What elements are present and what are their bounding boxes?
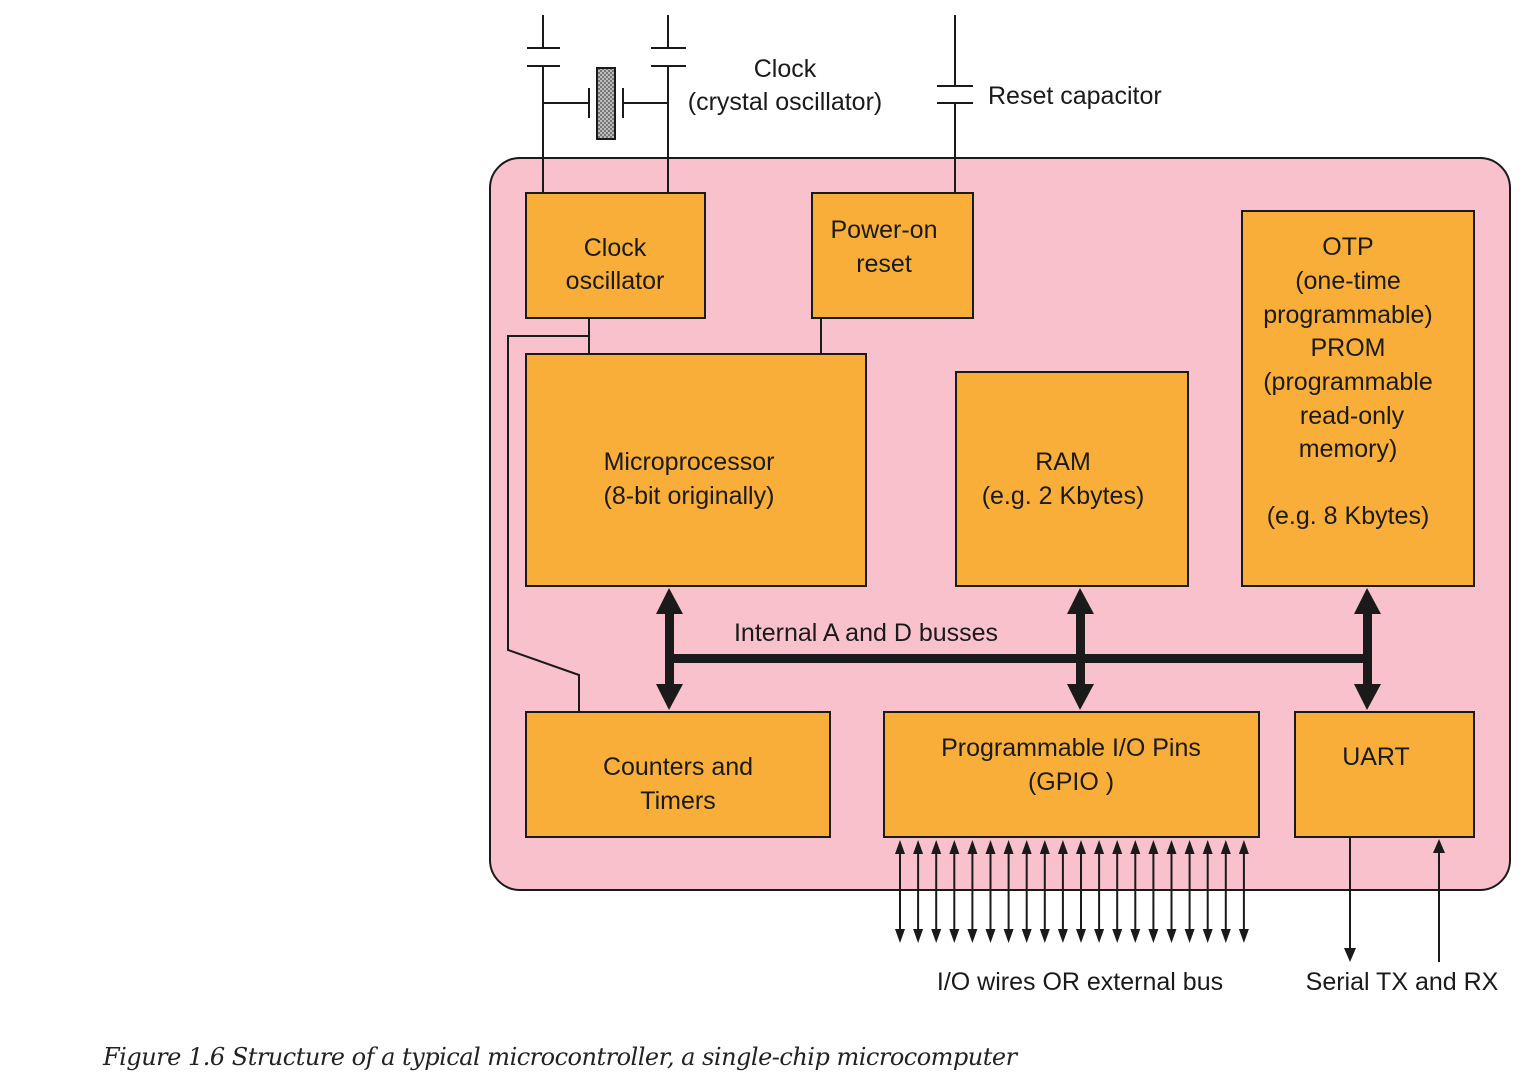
ram-block [955, 371, 1189, 587]
power-on-reset-text: Power-on reset [831, 216, 938, 278]
gpio-pin-arrow-icon [1003, 840, 1014, 943]
rx-arrow-icon [1433, 839, 1445, 853]
internal-bus [656, 588, 1381, 710]
gpio-pin-arrow-icon [1076, 840, 1086, 943]
block-line: Clock [584, 234, 647, 262]
gpio-pin-arrow-icon [1166, 840, 1177, 943]
gpio-pin-arrow-icon [949, 840, 960, 943]
gpio-pin-arrow-icon [1039, 840, 1050, 943]
block-line: UART [1342, 743, 1410, 771]
gpio-pin-arrow-icon [1094, 840, 1105, 943]
block-line: memory) [1299, 435, 1398, 463]
gpio-pin-arrow-icon [1220, 840, 1231, 943]
block-line: Timers [640, 787, 715, 815]
tx-arrow-icon [1344, 948, 1356, 962]
gpio-pin-arrow-icon [967, 840, 978, 943]
block-line: (e.g. 2 Kbytes) [982, 482, 1145, 510]
block-line: reset [856, 250, 912, 278]
microprocessor-text: Microprocessor (8-bit originally) [604, 448, 775, 510]
gpio-text: Programmable I/O Pins (GPIO ) [941, 734, 1201, 796]
clock-oscillator-block [525, 192, 706, 319]
otp-prom-text: OTP (one-time programmable) PROM (progra… [1263, 233, 1433, 530]
gpio-pin-arrow-icon [931, 840, 942, 943]
uart-block [1294, 711, 1475, 838]
gpio-pin-arrow-icon [1057, 840, 1068, 943]
uart-serial-lines [1344, 837, 1445, 962]
otp-prom-block [1241, 210, 1475, 587]
block-line: programmable) [1263, 301, 1433, 329]
block-line: (GPIO ) [1028, 768, 1114, 796]
gpio-pin-arrow-icon [1238, 840, 1249, 943]
gpio-pin-arrow-icon [895, 840, 905, 943]
crystal-circuit [527, 15, 686, 193]
gpio-pin-arrow-icon [985, 840, 996, 943]
gpio-pin-arrow-icon [1184, 840, 1195, 943]
uart-text: UART [1342, 743, 1410, 771]
block-line: PROM [1311, 334, 1386, 362]
reset-capacitor [937, 15, 973, 193]
clock-ext-label-1: Clock [754, 55, 817, 83]
block-line: Microprocessor [604, 448, 775, 476]
block-line: Counters and [603, 753, 753, 781]
serial-label: Serial TX and RX [1306, 968, 1499, 996]
clock-ext-label-2: (crystal oscillator) [688, 88, 882, 116]
figure-caption: Figure 1.6 Structure of a typical microc… [103, 1043, 1017, 1071]
gpio-block [883, 711, 1260, 838]
bus-label: Internal A and D busses [734, 619, 998, 647]
block-line: read-only [1300, 402, 1405, 430]
clock-wiring [507, 318, 822, 712]
block-line: (programmable [1263, 368, 1433, 396]
io-wires-label: I/O wires OR external bus [937, 968, 1223, 996]
block-line: (8-bit originally) [604, 482, 775, 510]
block-line: oscillator [566, 267, 665, 295]
block-line: Power-on [831, 216, 938, 244]
block-line: OTP [1322, 233, 1373, 261]
gpio-pin-arrow-icon [1130, 840, 1141, 943]
crystal-icon [596, 67, 616, 140]
block-line: RAM [1035, 448, 1091, 476]
block-line: (one-time [1295, 267, 1401, 295]
gpio-pins [895, 840, 1249, 943]
counters-timers-block [525, 711, 831, 838]
gpio-pin-arrow-icon [1021, 840, 1032, 943]
gpio-pin-arrow-icon [1112, 840, 1123, 943]
reset-cap-label: Reset capacitor [988, 82, 1162, 110]
gpio-pin-arrow-icon [1148, 840, 1159, 943]
ram-text: RAM (e.g. 2 Kbytes) [982, 448, 1145, 510]
block-line: Programmable I/O Pins [941, 734, 1201, 762]
clock-oscillator-text: Clock oscillator [566, 234, 665, 295]
microprocessor-block [525, 353, 867, 587]
gpio-pin-arrow-icon [1202, 840, 1213, 943]
gpio-pin-arrow-icon [913, 840, 924, 943]
counters-timers-text: Counters and Timers [603, 753, 753, 815]
power-on-reset-block [811, 192, 974, 319]
block-line: (e.g. 8 Kbytes) [1267, 502, 1430, 530]
